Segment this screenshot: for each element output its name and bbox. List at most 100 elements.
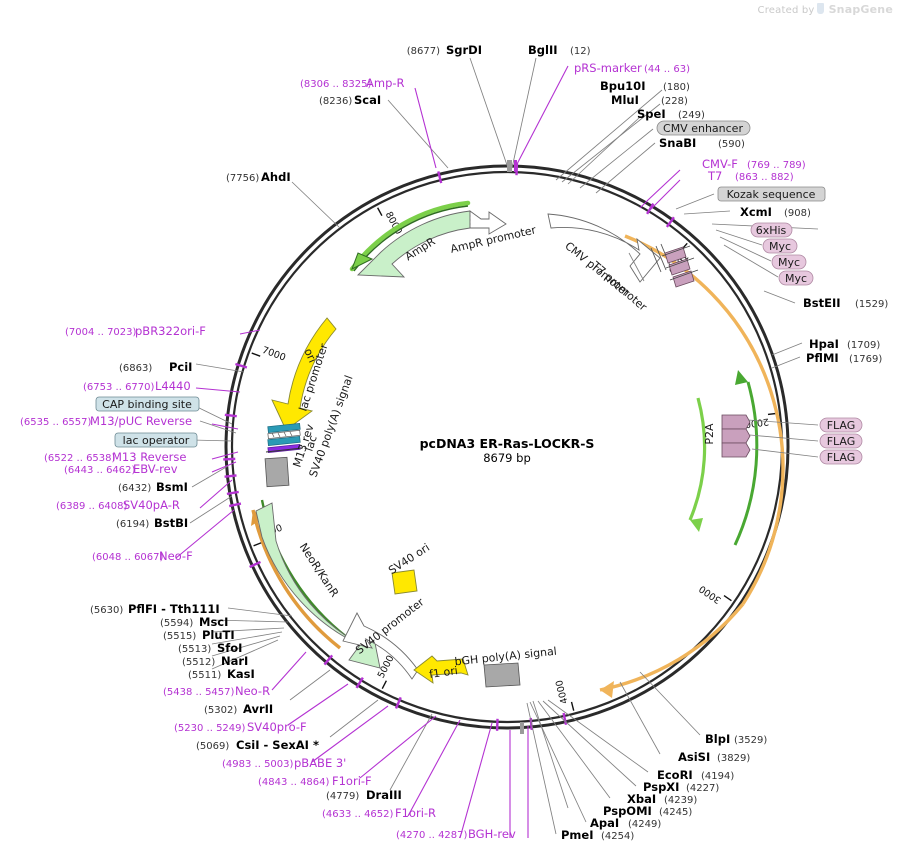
feature-cmv-promoter: CMV promoter T7 promoter (547, 213, 661, 314)
plasmid-length: 8679 bp (483, 451, 531, 465)
feature-f1-ori: f1 ori (413, 655, 469, 684)
tag-cmv-enhancer: CMV enhancer (656, 120, 751, 136)
inner-gene-arcs (251, 234, 785, 698)
enzyme-name-pflfi-tth111i: PflFI - Tth111I (128, 602, 220, 616)
tag-lac-operator: lac operator (114, 432, 198, 448)
tag-label: Myc (785, 272, 807, 285)
watermark-brand: SnapGene (828, 3, 893, 16)
feature-label-p2a: P2A (703, 423, 716, 445)
enzyme-pos: (1529) (855, 299, 888, 310)
tag-label: FLAG (827, 435, 856, 448)
enzyme-name-bsmi: BsmI (156, 480, 188, 494)
feature-label-ori: ori (301, 346, 319, 364)
enzyme-pos: (228) (661, 96, 688, 107)
tag-label: FLAG (827, 451, 856, 464)
label-group-epitope-tags: 6xHis Myc Myc Myc FLAG FLAG (750, 222, 863, 465)
enzyme-name-bsteii: BstEII (803, 296, 841, 310)
tag-label: 6xHis (756, 224, 787, 237)
feature-bgh-polya: bGH poly(A) signal (454, 645, 557, 688)
tag-myc-3: Myc (778, 270, 814, 286)
tag-flag-2: FLAG (819, 433, 863, 449)
primer-range: (6522 .. 6538) (44, 453, 116, 464)
enzyme-pos: (12) (570, 46, 591, 57)
tag-cap-binding-site: CAP binding site (95, 396, 200, 412)
enzyme-name-pmei: PmeI (561, 828, 594, 842)
ruler-tick-label: 4000 (554, 679, 571, 705)
enzyme-name-ahdi: AhdI (261, 170, 291, 184)
primer-range: (6443 .. 6462) (64, 465, 136, 476)
enzyme-pos: (7756) (226, 173, 259, 184)
enzyme-pos: (4249) (628, 819, 661, 830)
enzyme-name-draiii: DraIII (366, 788, 402, 802)
enzyme-name-pflmi: PflMI (806, 351, 839, 365)
primer-name-bgh-rev: BGH-rev (468, 827, 516, 841)
ruler-tick-label: 3000 (697, 583, 723, 606)
enzyme-pos: (3829) (717, 753, 750, 764)
primer-leader-lines (175, 65, 681, 839)
tag-label: FLAG (827, 419, 856, 432)
primer-range: (769 .. 789) (747, 160, 806, 171)
primer-range: (6535 .. 6557) (20, 417, 92, 428)
enzyme-pos: (5512) (182, 657, 215, 668)
primer-name-pbabe3: pBABE 3' (294, 756, 346, 770)
enzyme-name-msci: MscI (199, 615, 228, 629)
enzyme-pos: (5511) (188, 670, 221, 681)
tag-kozak-sequence: Kozak sequence (717, 186, 826, 202)
enzyme-name-sgrdi: SgrDI (446, 43, 482, 57)
snapgene-logo-icon (816, 3, 824, 14)
enzyme-pos: (4254) (601, 831, 634, 842)
enzyme-pos: (249) (678, 110, 705, 121)
enzyme-pos: (4779) (326, 791, 359, 802)
tag-label: CMV enhancer (663, 122, 743, 135)
enzyme-name-csii-sexai: CsiI - SexAI * (236, 738, 319, 752)
tag-myc-1: Myc (762, 238, 798, 254)
primer-range: (5438 .. 5457) (163, 687, 235, 698)
primer-name-m13-reverse: M13 Reverse (112, 450, 186, 464)
enzyme-pos: (5515) (163, 631, 196, 642)
feature-ampr: AmpR (349, 200, 471, 278)
tag-myc-2: Myc (771, 254, 807, 270)
primer-range: (4983 .. 5003) (222, 759, 294, 770)
tag-label: Myc (769, 240, 791, 253)
enzyme-pos: (8677) (407, 46, 440, 57)
primer-range: (4633 .. 4652) (322, 809, 394, 820)
enzyme-pos: (6432) (118, 483, 151, 494)
primer-name-prs-marker: pRS-marker (574, 61, 642, 75)
enzyme-pos: (6194) (116, 519, 149, 530)
watermark-created-by: Created by (757, 5, 815, 16)
enzyme-name-kasi: KasI (227, 667, 255, 681)
tag-label: Kozak sequence (727, 188, 816, 201)
primer-name-sv40pa-r: SV40pA-R (123, 498, 180, 512)
primer-name-sv40pro-f: SV40pro-F (247, 720, 307, 734)
enzyme-pos: (5630) (90, 605, 123, 616)
primer-name-f1ori-r: F1ori-R (395, 806, 436, 820)
enzyme-name-xbai: XbaI (627, 792, 656, 806)
enzyme-name-hpai: HpaI (809, 337, 839, 351)
enzyme-pos: (5594) (160, 618, 193, 629)
primer-range: (863 .. 882) (735, 172, 794, 183)
primer-range: (5230 .. 5249) (174, 723, 246, 734)
enzyme-name-bpu10i: Bpu10I (600, 79, 645, 93)
enzyme-name-snabi: SnaBI (659, 136, 696, 150)
enzyme-pos: (4194) (701, 771, 734, 782)
feature-ori: ori (271, 317, 337, 431)
label-group-lower-left: (5630) PflFI - Tth111I (5594) MscI (5515… (90, 602, 516, 841)
enzyme-pos: (1769) (849, 354, 882, 365)
primer-name-neo-r: Neo-R (235, 684, 270, 698)
enzyme-name-pspomi: PspOMI (603, 804, 652, 818)
feature-sv40-ori: SV40 ori (386, 541, 432, 595)
feature-label-f1-ori: f1 ori (428, 664, 458, 681)
tag-6xhis: 6xHis (750, 222, 793, 238)
enzyme-name-spei: SpeI (637, 107, 666, 121)
enzyme-name-pspxi: PspXI (643, 780, 679, 794)
enzyme-pos: (4245) (659, 807, 692, 818)
primer-name-l4440: L4440 (155, 379, 191, 393)
enzyme-pos: (6863) (119, 363, 152, 374)
tag-label: Myc (778, 256, 800, 269)
bottom-junction-stub (520, 722, 524, 734)
enzyme-name-avrii: AvrII (243, 702, 273, 716)
enzyme-name-sfoi: SfoI (217, 641, 242, 655)
plasmid-center-label: pcDNA3 ER-Ras-LOCKR-S 8679 bp (420, 436, 595, 465)
enzyme-pos: (8236) (319, 96, 352, 107)
enzyme-name-asisi: AsiSI (678, 750, 710, 764)
